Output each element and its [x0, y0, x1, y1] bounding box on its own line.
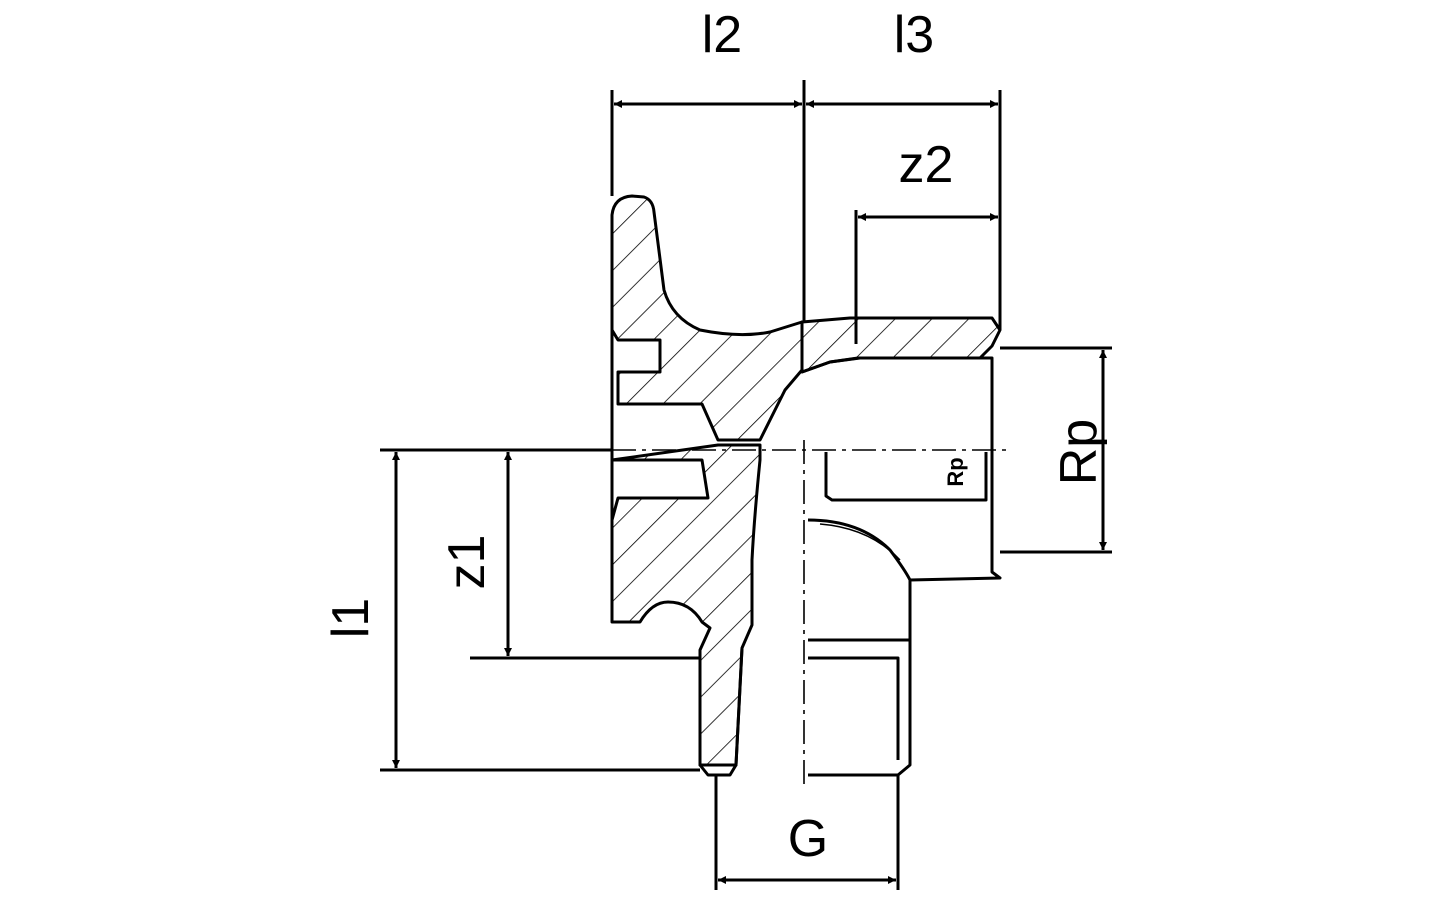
lower-flange: [610, 443, 762, 767]
upper-lug: [610, 194, 804, 442]
dimensions: [380, 80, 1112, 890]
tail-thread: [808, 656, 900, 760]
tube-outline: [698, 647, 744, 777]
socket-wall: [800, 316, 1002, 374]
label-z2: z2: [899, 136, 954, 194]
label-l1: l1: [322, 598, 380, 638]
socket-body: [801, 356, 1002, 642]
center-lines: [612, 440, 1008, 790]
label-l3: l3: [894, 6, 934, 64]
label-rp-thread: Rp: [943, 457, 968, 486]
socket-bore: [824, 452, 988, 502]
fitting-outline: [610, 215, 1002, 777]
label-z1: z1: [438, 535, 496, 590]
bore-intersection: [807, 518, 912, 581]
label-l2: l2: [702, 6, 742, 64]
label-g: G: [788, 810, 828, 868]
tail-outline: [808, 638, 912, 777]
fitting-body: [610, 194, 1002, 767]
label-rp: Rp: [1050, 419, 1108, 485]
bore-curve-2: [819, 523, 901, 561]
dimension-labels: l2 l3 z2 Rp Rp z1 l1 G: [322, 6, 1108, 868]
